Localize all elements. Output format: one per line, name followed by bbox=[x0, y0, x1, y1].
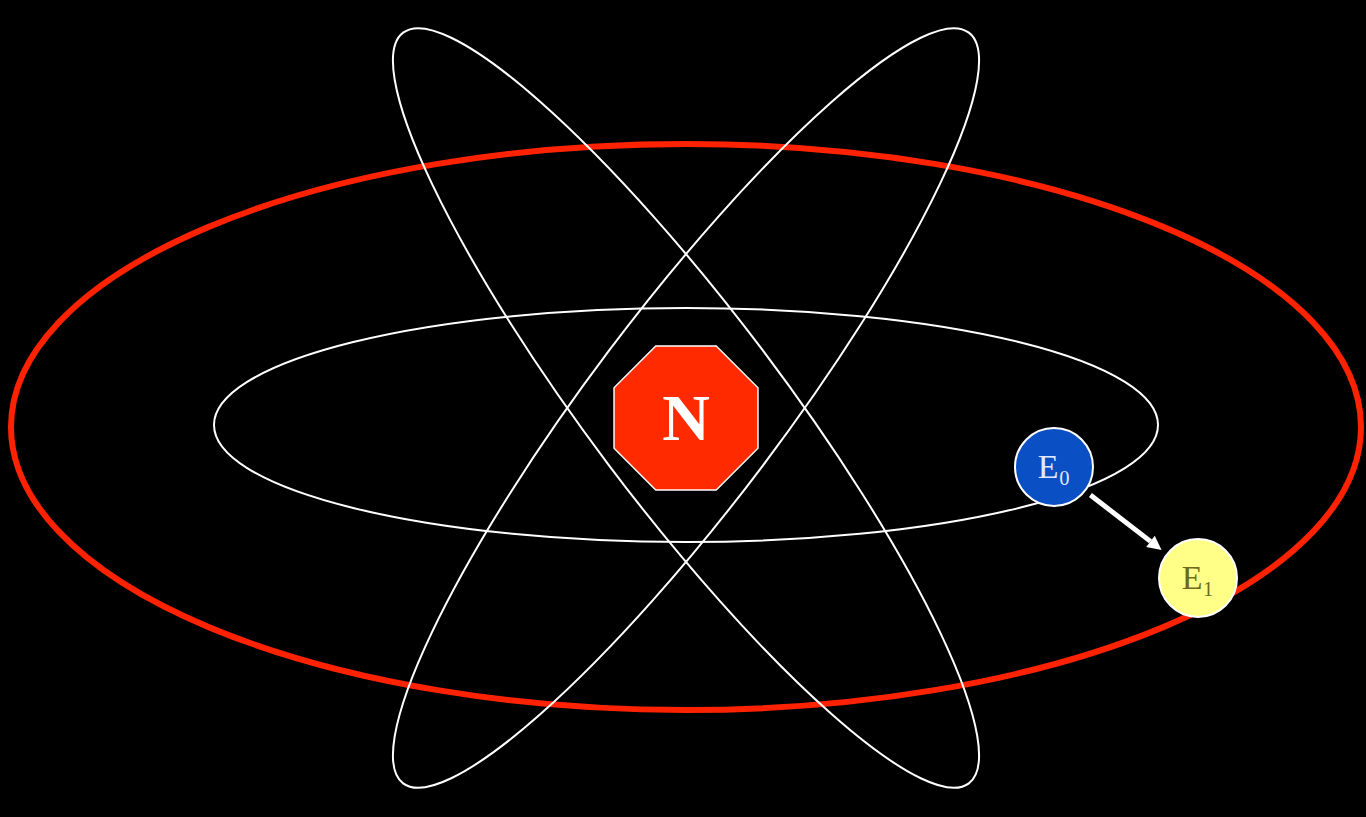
ground-state-electron: E₀ bbox=[1014, 427, 1094, 507]
node-label-group: N bbox=[662, 385, 710, 451]
nucleus-octagon: N bbox=[613, 345, 759, 491]
transition-arrow bbox=[1090, 495, 1161, 550]
node-label-group: E₁ bbox=[1182, 561, 1215, 595]
outer-orbit bbox=[11, 144, 1361, 710]
node-label-group: E₀ bbox=[1038, 450, 1071, 484]
tilted-orbit bbox=[326, 0, 1045, 817]
arrowhead bbox=[1146, 536, 1161, 550]
node-label: E₁ bbox=[1182, 561, 1215, 595]
octagon-shape bbox=[614, 346, 758, 490]
arrow-shaft bbox=[1090, 495, 1150, 541]
node-label: E₀ bbox=[1038, 450, 1071, 484]
tilted-orbit bbox=[326, 0, 1045, 817]
node-label: N bbox=[662, 385, 710, 451]
excited-state-electron: E₁ bbox=[1158, 538, 1238, 618]
inner-orbit bbox=[214, 308, 1158, 542]
